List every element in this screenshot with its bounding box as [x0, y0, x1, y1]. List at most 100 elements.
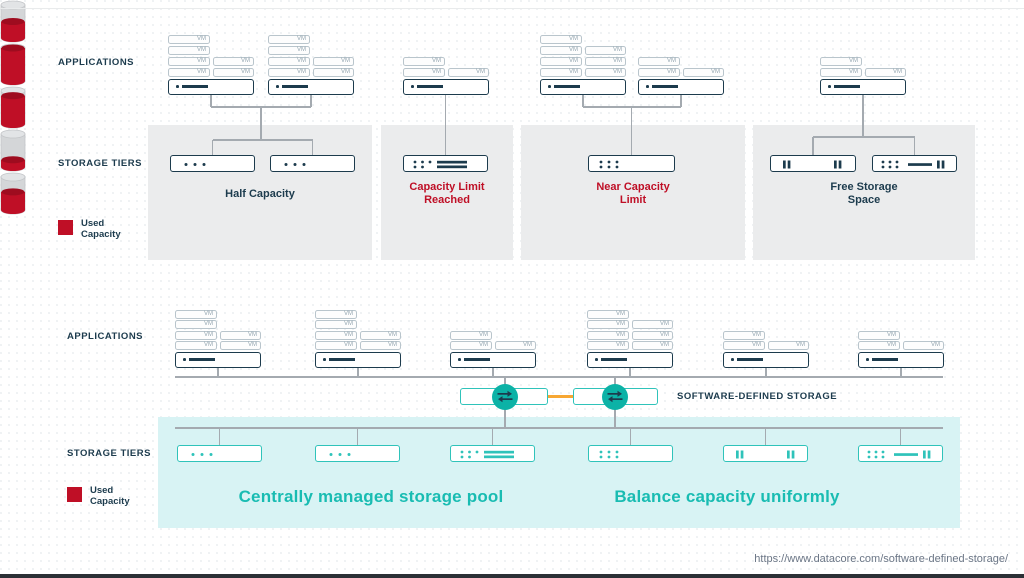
server-led-icon	[731, 358, 734, 361]
connector-line	[630, 107, 633, 155]
silo-panel-1	[148, 125, 372, 260]
vm-chip: VM	[220, 341, 261, 350]
legend-line-2: Capacity	[81, 228, 121, 240]
pool-title-left: Centrally managed storage pool	[238, 487, 504, 506]
vm-chip: VM	[268, 45, 310, 55]
server-slot-icon	[189, 358, 215, 361]
server-slot-icon	[329, 358, 355, 361]
storage-tiers-label-bottom: STORAGE TIERS	[67, 448, 151, 459]
storage-array	[170, 155, 255, 172]
vm-chip: VM	[220, 330, 261, 340]
vm-chip: VM	[315, 341, 357, 350]
server-led-icon	[646, 85, 649, 88]
app-server	[540, 79, 626, 95]
legend-line-2: Capacity	[90, 495, 130, 507]
app-server	[403, 79, 489, 95]
server-slot-icon	[417, 85, 443, 88]
connector-line	[175, 376, 943, 378]
vm-chip: VM	[903, 341, 944, 350]
vm-chip: VM	[175, 309, 217, 319]
vm-chip: VM	[268, 56, 310, 66]
connector-line	[900, 368, 902, 377]
storage-array-icon	[413, 160, 467, 169]
used-capacity-label: Used Capacity	[81, 218, 121, 240]
vm-chip: VM	[168, 67, 210, 77]
storage-array	[770, 155, 856, 172]
vm-chip: VM	[315, 320, 357, 329]
connector-line	[629, 368, 631, 377]
sds-link	[548, 394, 573, 398]
server-led-icon	[276, 85, 279, 88]
app-server	[268, 79, 354, 95]
vm-chip: VM	[268, 34, 310, 44]
vm-chip: VM	[168, 45, 210, 55]
vm-chip: VM	[175, 341, 217, 350]
server-led-icon	[323, 358, 326, 361]
server-slot-icon	[834, 85, 860, 88]
top-divider	[0, 8, 1024, 9]
app-server	[587, 352, 673, 368]
vm-chip: VM	[495, 341, 536, 350]
vm-chip: VM	[638, 56, 680, 66]
connector-line	[260, 107, 262, 140]
connector-line	[765, 368, 767, 377]
storage-array-icon	[881, 160, 945, 169]
vm-chip: VM	[638, 67, 680, 77]
silo-panel-2	[381, 125, 513, 260]
vm-chip: VM	[540, 34, 582, 44]
footer-bar	[0, 573, 1024, 578]
vm-chip: VM	[587, 320, 629, 329]
connector-line	[311, 140, 314, 155]
storage-tiers-label-top: STORAGE TIERS	[58, 158, 142, 169]
server-slot-icon	[182, 85, 208, 88]
vm-chip: VM	[587, 330, 629, 340]
connector-line	[310, 95, 312, 107]
connector-line	[444, 95, 447, 155]
server-slot-icon	[872, 358, 898, 361]
connector-line	[629, 428, 632, 445]
vm-chip: VM	[723, 330, 765, 340]
storage-array-icon	[329, 453, 351, 456]
legend-line-1: Used	[81, 218, 105, 229]
vm-chip: VM	[313, 67, 354, 77]
vm-chip: VM	[175, 320, 217, 329]
used-capacity-label: Used Capacity	[90, 485, 130, 507]
capacity-cylinder	[0, 86, 26, 129]
server-slot-icon	[282, 85, 308, 88]
silo-panel-4	[753, 125, 975, 260]
source-url: https://www.datacore.com/software-define…	[754, 553, 1008, 565]
server-slot-icon	[601, 358, 627, 361]
app-server	[820, 79, 906, 95]
storage-array	[723, 445, 808, 462]
vm-chip: VM	[865, 67, 906, 77]
connector-line	[218, 428, 221, 445]
vm-chip: VM	[213, 67, 254, 77]
storage-array-icon	[599, 450, 619, 459]
vm-chip: VM	[858, 341, 900, 350]
connector-line	[492, 368, 494, 377]
storage-array	[315, 445, 400, 462]
app-server	[168, 79, 254, 95]
connector-line	[212, 139, 313, 141]
silo-title-line: Near Capacity	[596, 181, 670, 193]
connector-line	[812, 137, 814, 155]
connector-line	[211, 106, 311, 108]
vm-chip: VM	[858, 330, 900, 340]
storage-array	[872, 155, 957, 172]
vm-chip: VM	[820, 56, 862, 66]
storage-array	[403, 155, 488, 172]
server-led-icon	[183, 358, 186, 361]
silo-title: Half Capacity	[148, 188, 372, 201]
connector-line	[764, 428, 767, 445]
connector-line	[211, 140, 214, 155]
app-server	[638, 79, 724, 95]
connector-line	[210, 95, 212, 107]
vm-chip: VM	[448, 67, 489, 77]
transfer-arrows-icon	[607, 390, 623, 403]
storage-array	[177, 445, 262, 462]
connector-line	[583, 106, 681, 108]
server-led-icon	[828, 85, 831, 88]
storage-array-icon	[783, 160, 842, 169]
